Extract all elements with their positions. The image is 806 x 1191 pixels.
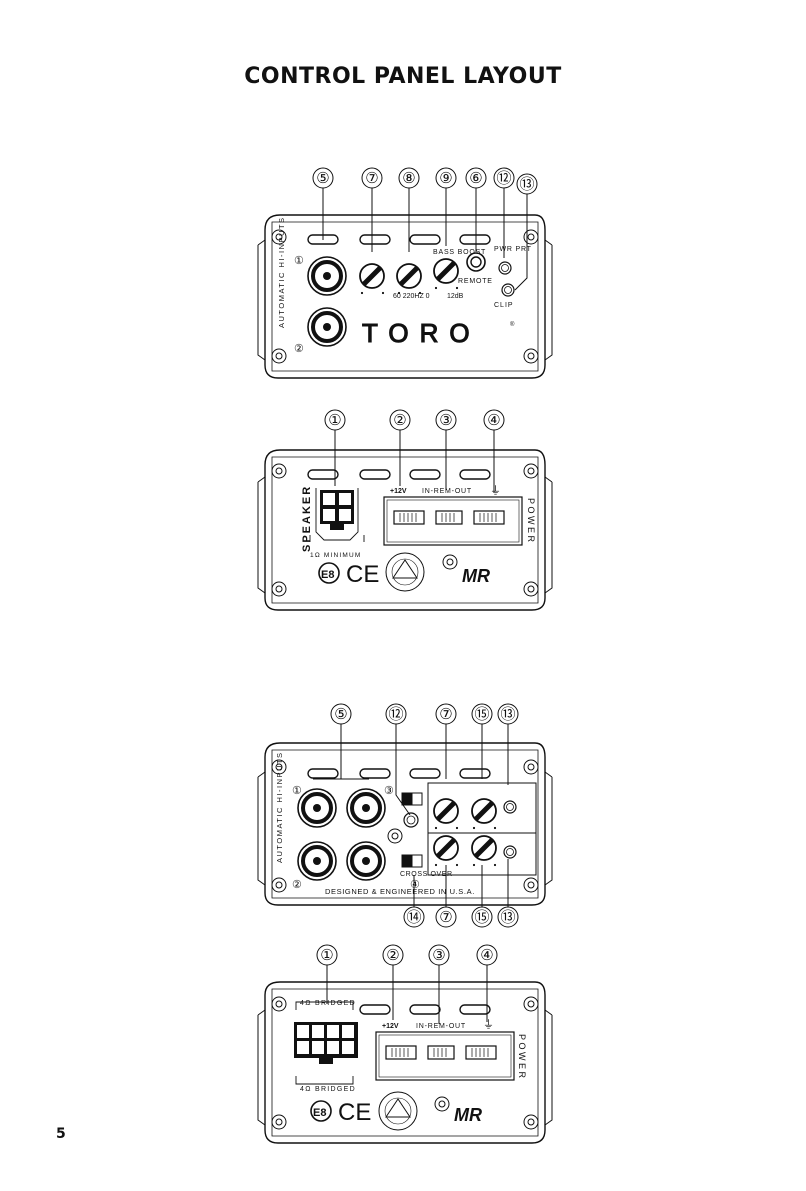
bridged-label-top: 4Ω BRIDGED bbox=[300, 1000, 356, 1007]
callout-2: ② bbox=[393, 412, 406, 429]
rca-input-4[interactable] bbox=[346, 841, 386, 881]
gain-knob-rear[interactable] bbox=[433, 835, 459, 861]
crossover-freq-knob-front[interactable] bbox=[471, 798, 497, 824]
pwr-prt-label: PWR PRT bbox=[494, 246, 532, 253]
side-label: AUTOMATIC HI-INPUTS bbox=[275, 751, 284, 863]
side-label: AUTOMATIC HI-INPUTS bbox=[277, 216, 286, 328]
cea-certified-seal-icon bbox=[385, 552, 425, 592]
crossover-freq-knob-rear[interactable] bbox=[471, 835, 497, 861]
callout-5: ⑤ bbox=[334, 706, 347, 723]
pwr-prt-led bbox=[498, 261, 512, 275]
callout-4: ④ bbox=[487, 412, 500, 429]
crossover-knob[interactable] bbox=[396, 263, 422, 289]
input-marker-1: ① bbox=[292, 785, 302, 797]
rca-input-3[interactable] bbox=[346, 788, 386, 828]
mr-logo: MR bbox=[462, 566, 490, 586]
power-terminal-block[interactable] bbox=[375, 1031, 515, 1081]
power-label: POWER bbox=[517, 1034, 527, 1081]
plus-12v-label: +12V bbox=[382, 1023, 399, 1030]
callout-4: ④ bbox=[480, 947, 493, 964]
panel-1-front-controls: ⑤ ⑦ ⑧ ⑨ ⑥ ⑫ ⑬ ① ② AUTOMATIC HI-INPUTS bbox=[257, 167, 553, 379]
panel-4-4ch-rear-power: ① ② ③ ④ 4Ω BRIDGED 4Ω BRIDGED +12V IN-RE… bbox=[257, 944, 553, 1144]
crossover-switch-2[interactable] bbox=[401, 854, 423, 868]
input-marker-1: ① bbox=[294, 255, 304, 267]
input-marker-2: ② bbox=[294, 343, 304, 355]
ground-icon: ⏚ bbox=[490, 484, 501, 497]
pwr-prt-led bbox=[403, 812, 419, 828]
callout-3: ③ bbox=[439, 412, 452, 429]
panel-3-4ch-front-controls: ⑤ ⑫ ⑦ ⑮ ⑬ ⑭ ⑦ ⑮ ⑬ bbox=[257, 703, 553, 928]
callout-15-bottom: ⑮ bbox=[474, 909, 489, 926]
registered-mark-icon: ® bbox=[510, 321, 515, 328]
bass-boost-scale-label: 12dB bbox=[447, 293, 464, 300]
bass-boost-label: BASS BOOST bbox=[433, 249, 486, 256]
callout-8: ⑧ bbox=[402, 170, 415, 187]
in-rem-out-label: IN-REM-OUT bbox=[416, 1023, 466, 1030]
crossover-switch-1[interactable] bbox=[401, 792, 423, 806]
input-marker-3: ③ bbox=[384, 785, 394, 797]
toro-logo: TORO bbox=[362, 318, 481, 348]
callout-12: ⑫ bbox=[496, 170, 511, 187]
bridged-label-bottom: 4Ω BRIDGED bbox=[300, 1086, 356, 1093]
power-label: POWER bbox=[526, 498, 536, 545]
callout-7: ⑦ bbox=[439, 706, 452, 723]
cea-certified-seal-icon bbox=[378, 1091, 418, 1131]
designed-in-usa-label: DESIGNED & ENGINEERED IN U.S.A. bbox=[325, 887, 475, 896]
page-title: CONTROL PANEL LAYOUT bbox=[244, 64, 562, 89]
clip-led bbox=[501, 283, 515, 297]
input-marker-2: ② bbox=[292, 879, 302, 891]
rca-input-1[interactable] bbox=[297, 788, 337, 828]
callout-1: ① bbox=[320, 947, 333, 964]
ce-mark: CE bbox=[346, 561, 379, 588]
clip-label: CLIP bbox=[494, 302, 514, 309]
e8-mark: E8 bbox=[313, 1107, 326, 1119]
remote-port[interactable] bbox=[466, 252, 486, 272]
callout-7-bottom: ⑦ bbox=[439, 909, 452, 926]
speaker-terminal-4ch[interactable] bbox=[294, 1022, 358, 1064]
callout-13: ⑬ bbox=[519, 176, 534, 193]
callout-15: ⑮ bbox=[474, 706, 489, 723]
e8-mark: E8 bbox=[321, 569, 334, 581]
callout-1: ① bbox=[328, 412, 341, 429]
callout-7: ⑦ bbox=[365, 170, 378, 187]
rca-input-1[interactable] bbox=[307, 256, 347, 296]
speaker-label: SPEAKER bbox=[301, 485, 313, 552]
gain-knob-front[interactable] bbox=[433, 798, 459, 824]
in-rem-out-label: IN-REM-OUT bbox=[422, 488, 472, 495]
callout-3: ③ bbox=[432, 947, 445, 964]
gain-knob[interactable] bbox=[359, 263, 385, 289]
callout-13: ⑬ bbox=[500, 706, 515, 723]
callout-13-bottom: ⑬ bbox=[500, 909, 515, 926]
callout-2: ② bbox=[386, 947, 399, 964]
clip-led-front bbox=[503, 800, 517, 814]
rca-input-2[interactable] bbox=[307, 307, 347, 347]
callout-14: ⑭ bbox=[406, 909, 421, 926]
speaker-terminal[interactable] bbox=[320, 490, 354, 530]
crossover-scale-label: 60 220HZ 0 bbox=[393, 293, 430, 300]
page-number: 5 bbox=[56, 1126, 66, 1142]
input-marker-4: ④ bbox=[410, 879, 420, 891]
clip-led-rear bbox=[503, 845, 517, 859]
ground-icon: ⏚ bbox=[483, 1018, 494, 1031]
mr-logo: MR bbox=[454, 1105, 482, 1125]
bass-boost-knob[interactable] bbox=[433, 258, 459, 284]
callout-6: ⑥ bbox=[469, 170, 482, 187]
remote-label: REMOTE bbox=[458, 278, 493, 285]
power-terminal-block[interactable] bbox=[383, 496, 523, 546]
cross-over-label: CROSS OVER bbox=[400, 871, 453, 878]
callout-9: ⑨ bbox=[439, 170, 452, 187]
callout-12: ⑫ bbox=[388, 706, 403, 723]
ce-mark: CE bbox=[338, 1099, 371, 1126]
minimum-label: 1Ω MINIMUM bbox=[310, 552, 362, 559]
plus-12v-label: +12V bbox=[390, 488, 407, 495]
rca-input-2[interactable] bbox=[297, 841, 337, 881]
callout-5: ⑤ bbox=[316, 170, 329, 187]
panel-2-rear-power: ① ② ③ ④ SPEAKER 1Ω MINIMUM +12V IN-REM-O… bbox=[257, 409, 553, 611]
